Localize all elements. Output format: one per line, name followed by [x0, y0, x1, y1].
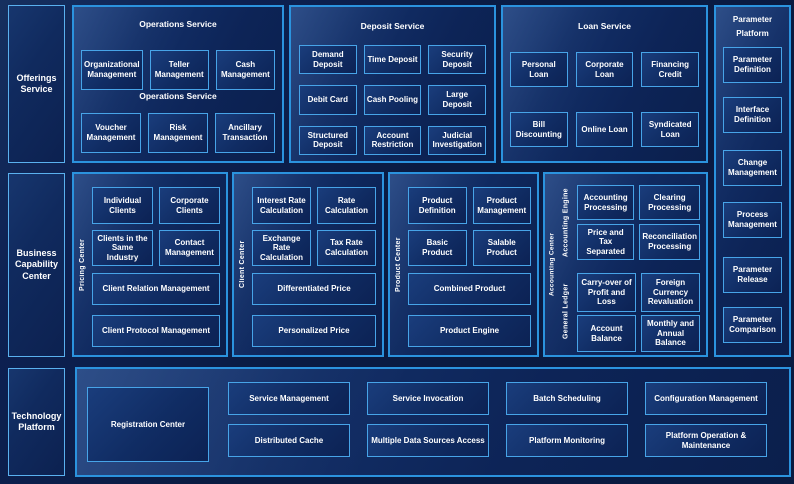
box-parameter-release: Parameter Release [723, 257, 782, 293]
box-account-restriction: Account Restriction [363, 125, 422, 155]
box-exchange-rate-calculation: Exchange Rate Calculation [252, 230, 311, 266]
box-corporate-clients: Corporate Clients [159, 187, 220, 224]
box-syndicated-loan: Syndicated Loan [641, 112, 699, 147]
box-product-management: Product Management [472, 187, 531, 224]
box-multiple-data-sources-access: Multiple Data Sources Access [367, 424, 489, 457]
vlabel-product-center: Product Center [395, 237, 402, 292]
box-parameter-definition: Parameter Definition [723, 47, 782, 83]
box-organizational-management: Organizational Management [81, 50, 143, 90]
box-registration-center: Registration Center [87, 387, 209, 462]
box-cash-management: Cash Management [215, 50, 275, 90]
panel-technology-platform: Registration Center Service Management S… [75, 367, 791, 477]
panel-title-operations-service: Operations Service [139, 19, 217, 29]
box-personalized-price: Personalized Price [252, 315, 376, 347]
box-structured-deposit: Structured Deposit [299, 125, 357, 155]
vlabel-accounting-engine: Accounting Engine [562, 188, 570, 257]
box-ancillary-transaction: Ancillary Transaction [215, 113, 275, 153]
box-personal-loan: Personal Loan [510, 52, 568, 87]
box-platform-monitoring: Platform Monitoring [506, 424, 628, 457]
panel-pricing-center: Pricing Center Individual Clients Corpor… [72, 172, 228, 357]
box-financing-credit: Financing Credit [641, 52, 699, 87]
box-carry-over-profit-loss: Carry-over of Profit and Loss [577, 273, 636, 312]
box-price-and-tax-separated: Price and Tax Separated [577, 224, 635, 260]
box-security-deposit: Security Deposit [428, 45, 486, 75]
box-platform-operation-maintenance: Platform Operation & Maintenance [645, 424, 767, 457]
box-account-balance: Account Balance [577, 315, 636, 352]
box-batch-scheduling: Batch Scheduling [506, 382, 628, 415]
rail-offerings-service: Offerings Service [8, 5, 65, 163]
box-service-management: Service Management [228, 382, 350, 415]
box-distributed-cache: Distributed Cache [228, 424, 350, 457]
panel-title-platform: Platform [736, 29, 769, 38]
panel-title-parameter: Parameter [732, 15, 773, 24]
panel-loan-service: Loan Service Personal Loan Corporate Loa… [501, 5, 708, 163]
box-configuration-management: Configuration Management [645, 382, 767, 415]
panel-accounting-center: Accounting Center Accounting Engine Acco… [543, 172, 708, 357]
box-cash-pooling: Cash Pooling [363, 85, 422, 115]
box-tax-rate-calculation: Tax Rate Calculation [317, 230, 376, 266]
box-debit-card: Debit Card [299, 85, 357, 115]
box-monthly-annual-balance: Monthly and Annual Balance [641, 315, 700, 352]
vlabel-general-ledger: General Ledger [562, 283, 570, 340]
panel-deposit-service: Deposit Service Demand Deposit Time Depo… [289, 5, 496, 163]
box-product-definition: Product Definition [408, 187, 467, 224]
panel-product-center: Product Center Product Definition Produc… [388, 172, 539, 357]
box-rate-calculation: Rate Calculation [317, 187, 376, 224]
panel-client-center: Client Center Interest Rate Calculation … [232, 172, 384, 357]
panel-title-loan-service: Loan Service [578, 21, 631, 31]
box-risk-management: Risk Management [148, 113, 208, 153]
box-voucher-management: Voucher Management [81, 113, 141, 153]
box-time-deposit: Time Deposit [363, 45, 422, 75]
box-interface-definition: Interface Definition [723, 97, 782, 133]
box-client-protocol-management: Client Protocol Management [92, 315, 220, 347]
box-interest-rate-calculation: Interest Rate Calculation [252, 187, 311, 224]
box-client-relation-management: Client Relation Management [92, 273, 220, 305]
box-salable-product: Salable Product [472, 230, 531, 266]
box-online-loan: Online Loan [575, 112, 634, 147]
vlabel-client-center: Client Center [239, 240, 246, 289]
box-reconciliation-processing: Reconciliation Processing [639, 224, 700, 260]
box-product-engine: Product Engine [408, 315, 531, 347]
box-contact-management: Contact Management [159, 230, 220, 266]
panel-subtitle-operations-service: Operations Service [139, 91, 217, 101]
panel-parameter-platform: Parameter Platform Parameter Definition … [714, 5, 791, 357]
box-large-deposit: Large Deposit [428, 85, 486, 115]
box-clearing-processing: Clearing Processing [639, 185, 700, 220]
rail-business-capability-center: Business Capability Center [8, 173, 65, 357]
box-basic-product: Basic Product [408, 230, 467, 266]
panel-title-deposit-service: Deposit Service [360, 21, 425, 31]
box-demand-deposit: Demand Deposit [299, 45, 357, 75]
box-accounting-processing: Accounting Processing [577, 185, 635, 220]
rail-technology-platform: Technology Platform [8, 368, 65, 476]
vlabel-accounting-center: Accounting Center [548, 232, 556, 297]
box-change-management: Change Management [723, 150, 782, 186]
box-parameter-comparison: Parameter Comparison [723, 307, 782, 343]
box-bill-discounting: Bill Discounting [510, 112, 568, 147]
panel-operations-service: Operations Service Organizational Manage… [72, 5, 284, 163]
box-service-invocation: Service Invocation [367, 382, 489, 415]
box-differentiated-price: Differentiated Price [252, 273, 376, 305]
box-clients-same-industry: Clients in the Same Industry [92, 230, 153, 266]
box-process-management: Process Management [723, 202, 782, 238]
vlabel-pricing-center: Pricing Center [79, 238, 86, 291]
box-individual-clients: Individual Clients [92, 187, 153, 224]
box-teller-management: Teller Management [149, 50, 209, 90]
box-combined-product: Combined Product [408, 273, 531, 305]
box-judicial-investigation: Judicial Investigation [428, 125, 486, 155]
box-foreign-currency-revaluation: Foreign Currency Revaluation [641, 273, 700, 312]
box-corporate-loan: Corporate Loan [575, 52, 634, 87]
